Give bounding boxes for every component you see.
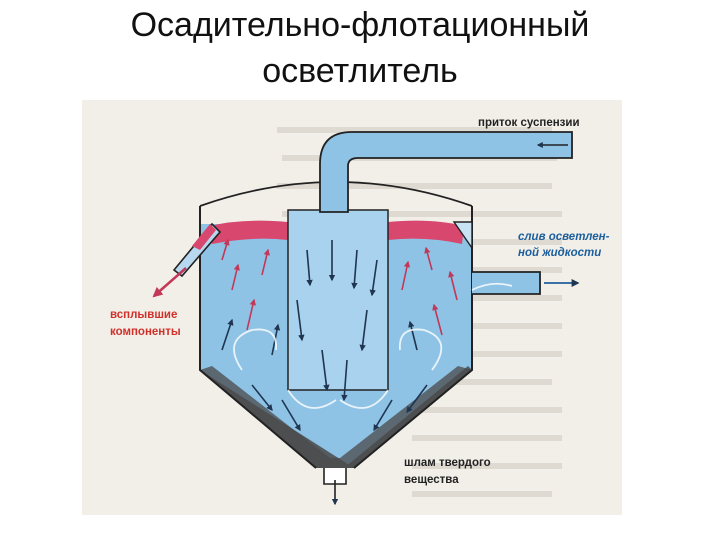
flow-streak xyxy=(448,270,458,301)
foam-layer-left xyxy=(210,220,288,244)
title-line-1: Осадительно-флотационный xyxy=(130,6,590,44)
right-weir xyxy=(452,221,473,251)
label-floating-1: всплывшие xyxy=(110,309,177,321)
flow-streak xyxy=(401,260,411,291)
flow-streak xyxy=(351,249,358,290)
flow-streak xyxy=(296,299,305,342)
flow-streak xyxy=(424,246,433,271)
vessel-outline xyxy=(199,206,473,469)
outflow-pipe xyxy=(472,271,541,295)
inflow-pipe xyxy=(319,131,573,213)
flow-eddy xyxy=(399,328,443,371)
flow-streak xyxy=(231,263,240,291)
label-outflow-2: ной жидкости xyxy=(518,247,601,259)
flow-streak xyxy=(221,318,234,351)
flow-streak xyxy=(221,238,230,261)
flow-streak xyxy=(321,349,330,392)
flow-streak xyxy=(306,249,313,287)
label-inflow: приток суспензии xyxy=(478,117,580,129)
skim-foam xyxy=(192,224,216,250)
flow-eddy xyxy=(339,389,389,409)
flow-streak xyxy=(369,259,378,297)
flow-streak xyxy=(406,384,428,414)
flow-streak xyxy=(246,298,256,331)
flow-streak xyxy=(432,303,443,336)
flow-streak xyxy=(341,359,348,402)
flow-streak xyxy=(281,399,301,432)
label-sludge-2: вещества xyxy=(404,474,459,486)
label-outflow-1: слив осветлен- xyxy=(518,231,610,243)
title-line-2: осветлитель xyxy=(262,52,458,90)
flow-streak xyxy=(408,320,418,351)
flow-streak xyxy=(251,384,273,411)
clarifier-diagram: приток суспензии слив осветлен- ной жидк… xyxy=(82,100,622,515)
label-floating-2: компоненты xyxy=(110,326,181,338)
flow-eddy xyxy=(287,389,337,409)
page-title: Осадительно-флотационный осветлитель xyxy=(0,2,720,94)
flow-streak xyxy=(359,309,368,352)
label-sludge-1: шлам твердого xyxy=(404,457,491,469)
flow-marks xyxy=(221,238,513,432)
floating-arrow xyxy=(152,267,187,298)
foam-layer-right xyxy=(388,220,464,244)
flow-eddy xyxy=(471,282,513,291)
flow-streak xyxy=(373,399,393,432)
central-pipe xyxy=(287,209,389,391)
flow-streak xyxy=(261,248,270,276)
flow-eddy xyxy=(233,328,277,371)
